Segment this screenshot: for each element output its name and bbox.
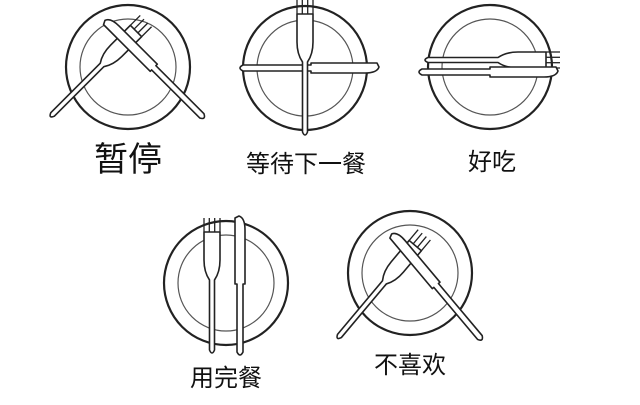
knife-icon	[239, 62, 380, 74]
label-finished: 用完餐	[190, 364, 262, 392]
label-wait-next: 等待下一餐	[246, 150, 366, 178]
plate-wait-next	[239, 0, 380, 136]
label-dislike: 不喜欢	[374, 351, 446, 379]
plate-delicious	[418, 3, 561, 131]
plate-pause	[43, 3, 209, 131]
knife-icon	[418, 66, 559, 78]
knife-icon	[234, 215, 246, 356]
label-pause: 暂停	[94, 140, 162, 180]
label-delicious: 好吃	[468, 148, 516, 176]
plate-dislike	[330, 209, 487, 345]
plate-finished	[162, 215, 290, 356]
